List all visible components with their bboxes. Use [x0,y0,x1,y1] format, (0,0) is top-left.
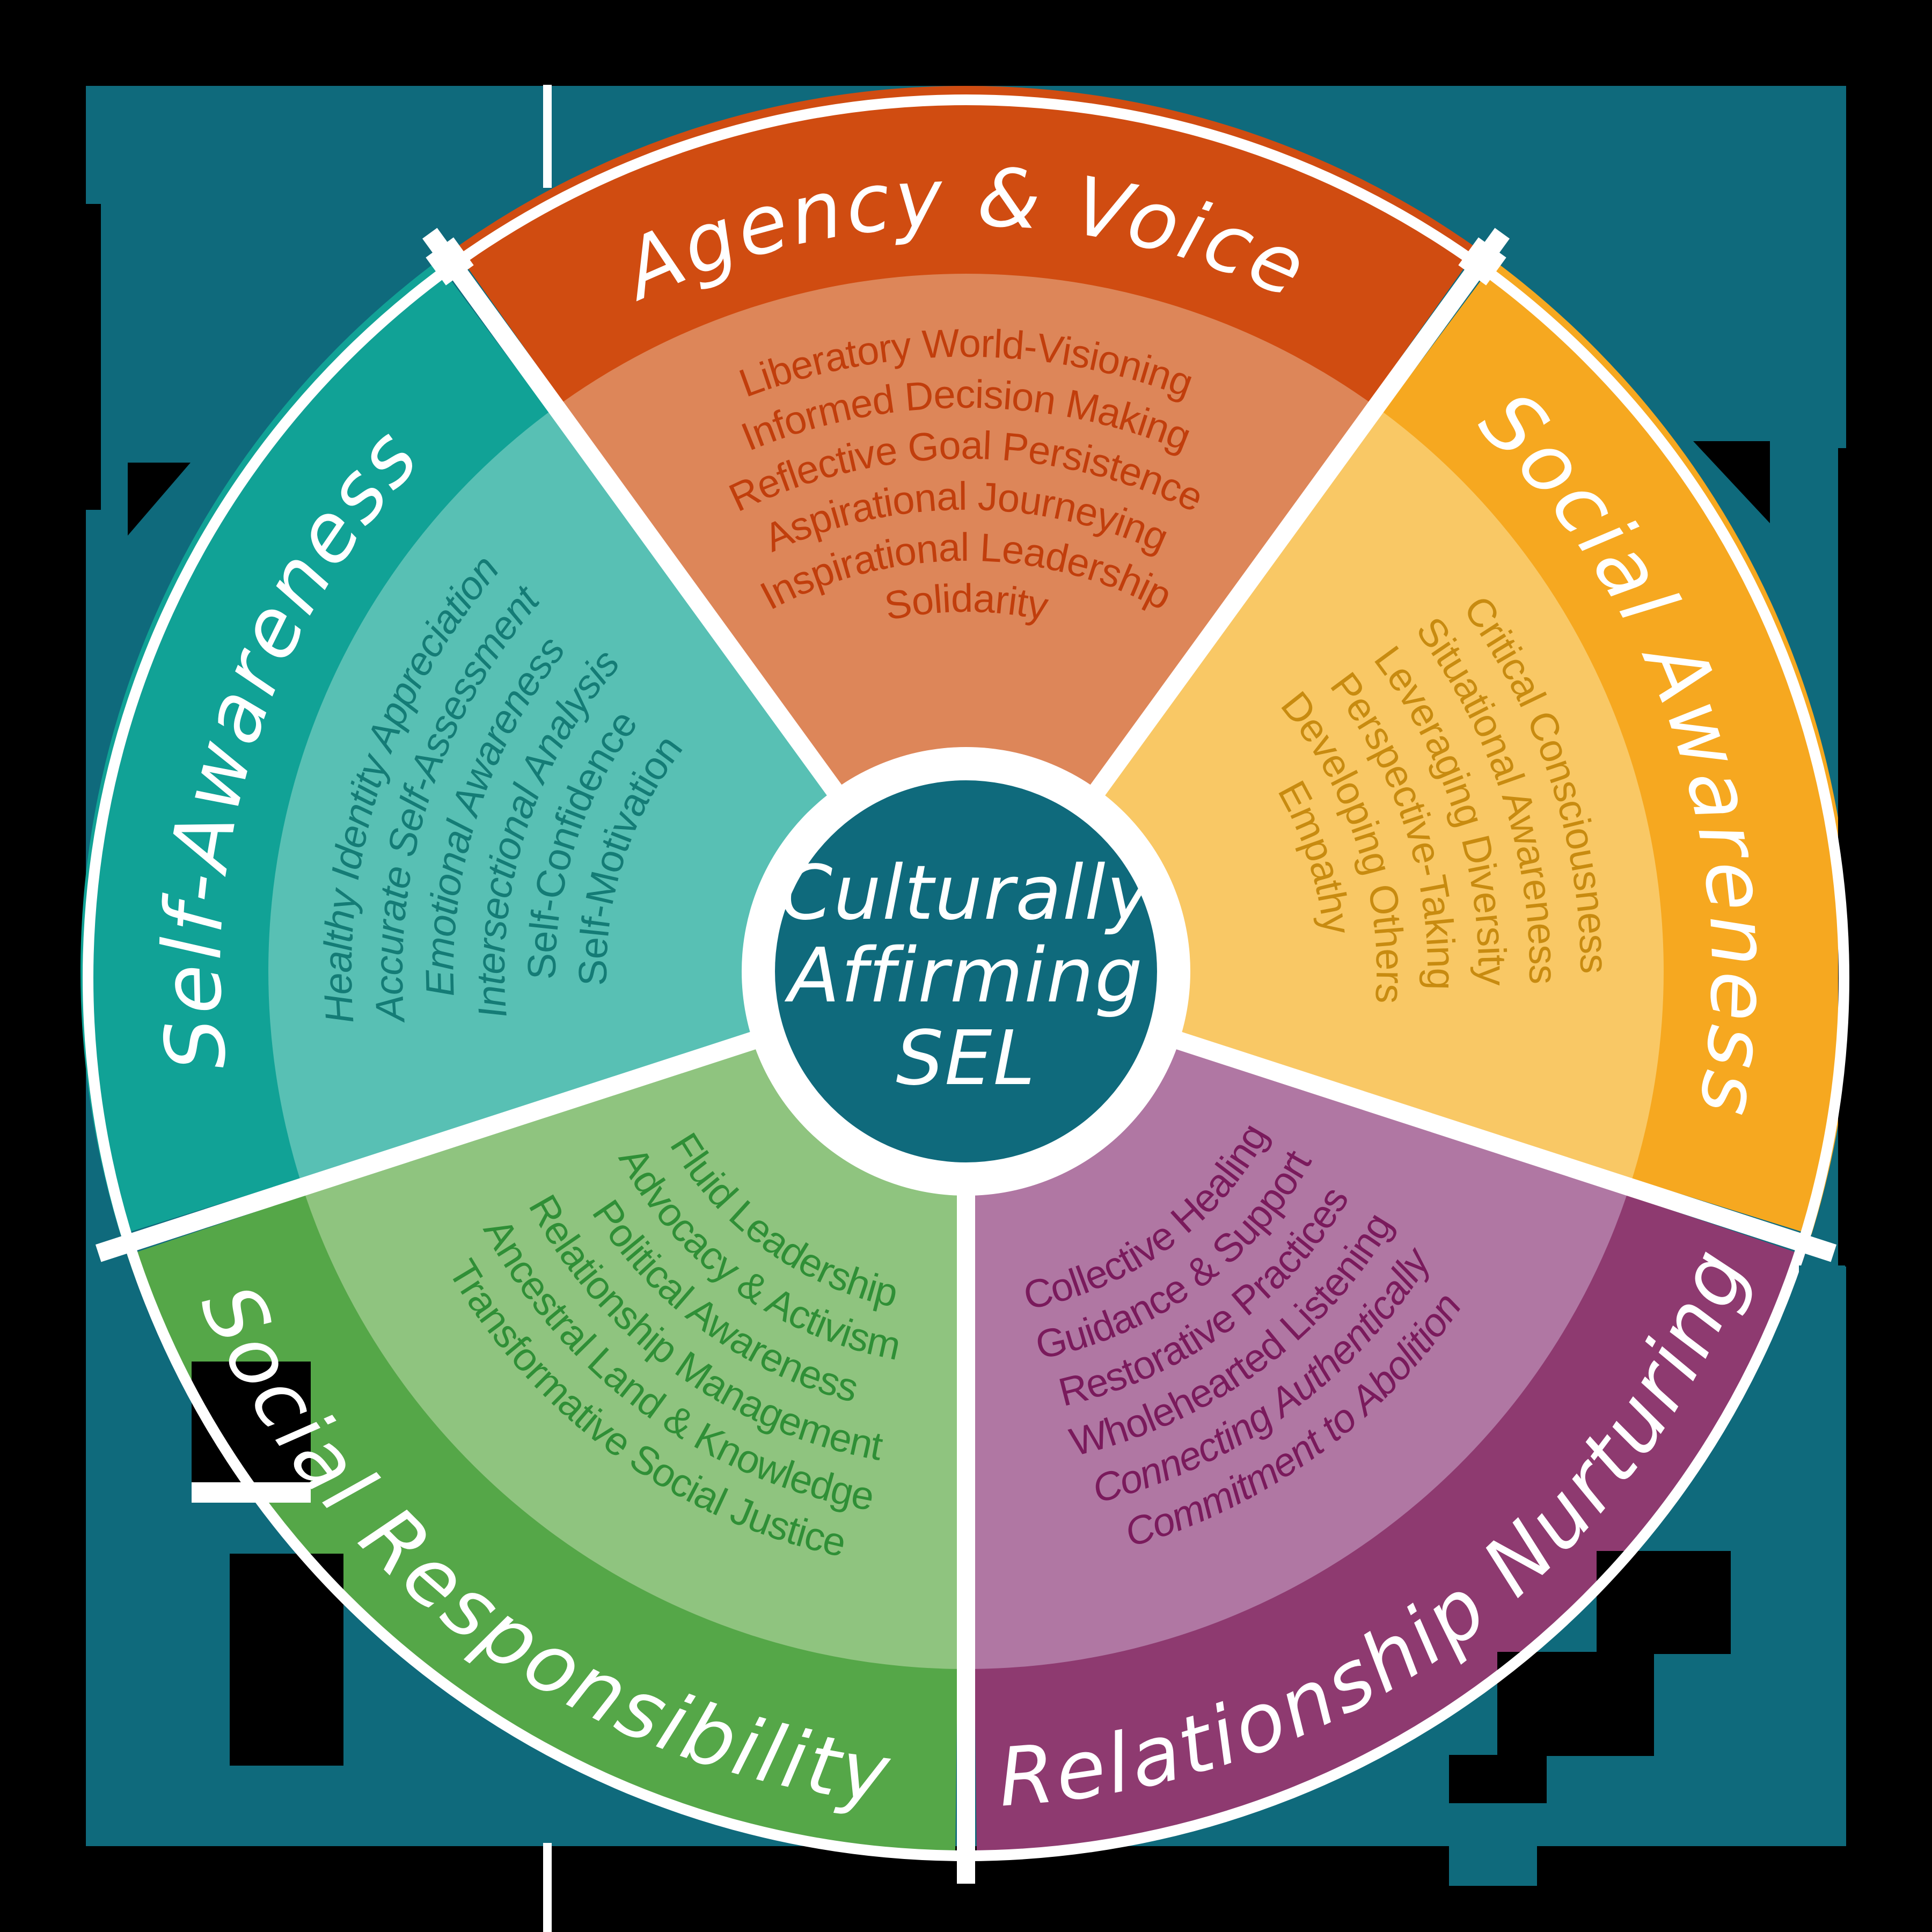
center-title-line-1: Culturally [780,850,1152,937]
shadow-artifact-upper-left-triangle [128,463,191,536]
center-hub: Culturally Affirming SEL [742,747,1190,1196]
shadow-artifacts [192,441,1932,1806]
shadow-artifact-top-right [1693,441,1770,523]
center-title-line-3: SEL [896,1015,1036,1102]
rim-notch-left [426,237,474,286]
center-title-line-2: Affirming [784,932,1144,1020]
white-line-bottom [543,1843,552,1932]
segment-item: Solidarity [881,576,1052,629]
teal-patch-block [1449,1814,1537,1886]
teal-patch-right [1799,1265,1845,1395]
center-circle [775,780,1157,1162]
shadow-artifact-right-band [1838,448,1932,1267]
shadow-artifact-br-3 [1449,1755,1547,1806]
teal-patch-strip [1449,1803,1653,1813]
wheel-outline-ring [83,94,1849,1861]
shadow-artifact-left-bar [63,204,101,510]
shadow-artifact-bl-bar [230,1554,343,1766]
shadow-artifact-br-2 [1497,1652,1654,1756]
rim-notch-right [1458,237,1506,286]
white-line-top [543,85,552,188]
edge-patches [192,85,1845,1932]
white-patch-bl [192,1482,311,1503]
